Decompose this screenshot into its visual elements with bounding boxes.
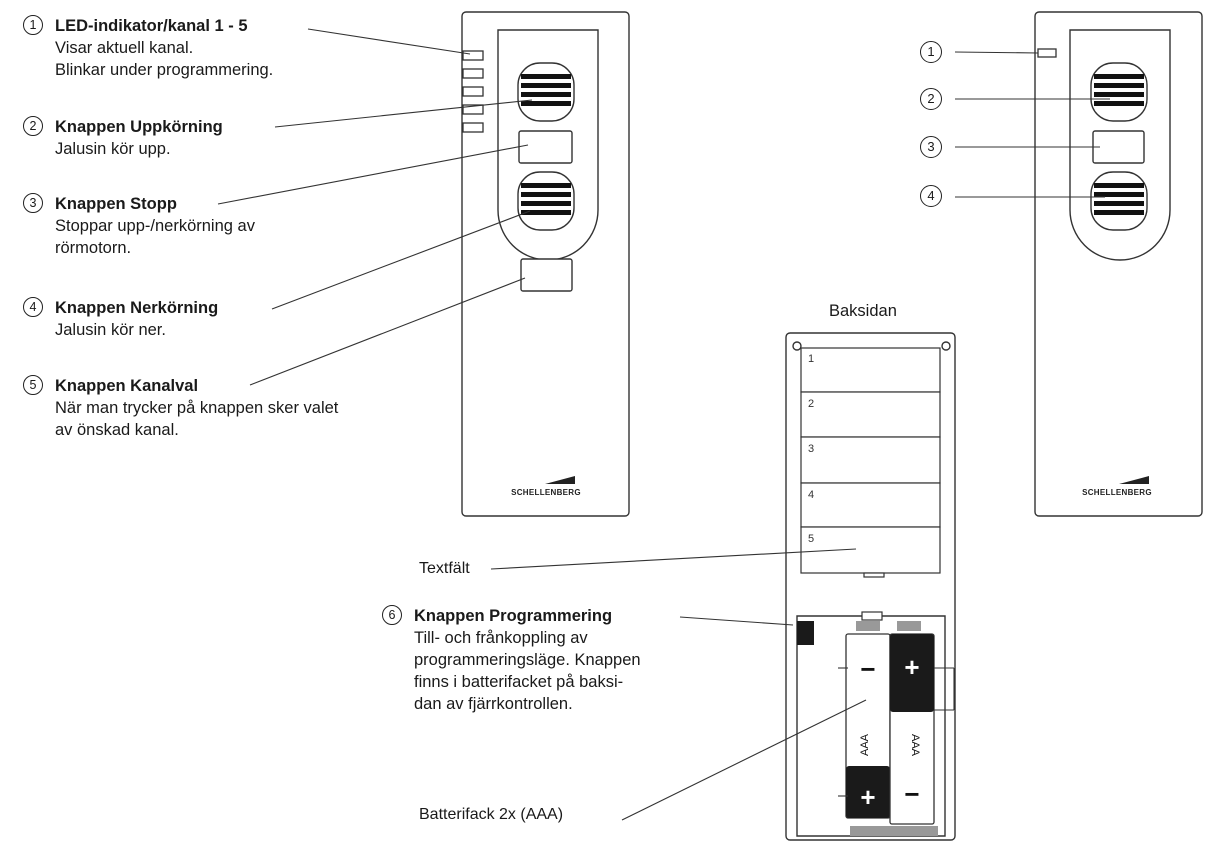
callout-6-desc-line3: finns i batterifacket på baksi- (414, 673, 624, 691)
callout-2: 2 Knappen Uppkörning Jalusin kör upp. (23, 116, 223, 160)
slot-3-number: 3 (808, 443, 814, 455)
callout-2-title: Knappen Uppkörning (55, 118, 223, 136)
slot-1-number: 1 (808, 353, 814, 365)
callout-4: 4 Knappen Nerkörning Jalusin kör ner. (23, 297, 219, 341)
callout-5-title: Knappen Kanalval (55, 377, 199, 395)
callout-3-number: 3 (23, 193, 43, 213)
text-field-numbers: 1 2 3 4 5 (808, 353, 814, 545)
right-badge-4: 4 (920, 185, 942, 207)
channel-button-left[interactable] (520, 258, 573, 292)
battery-left-type: AAA (859, 733, 871, 756)
battery-left (845, 633, 891, 819)
battery-terminal-lines (838, 667, 955, 797)
battery-clip-top2 (897, 621, 921, 631)
stop-button-left[interactable] (518, 130, 573, 164)
right-badge-1: 1 (920, 41, 942, 63)
callout-6-number: 6 (382, 605, 402, 625)
battery-right-type: AAA (909, 734, 921, 757)
text-field-label: Textfält (419, 560, 470, 577)
slot-2-number: 2 (808, 398, 814, 410)
slot-4-number: 4 (808, 489, 814, 501)
callout-4-title: Knappen Nerkörning (55, 299, 219, 317)
callout-3-title: Knappen Stopp (55, 195, 177, 213)
callout-3: 3 Knappen Stopp Stoppar upp-/nerkörning … (23, 193, 255, 259)
battery-right-minus: − (904, 779, 919, 809)
battery-compartment-label: Batterifack 2x (AAA) (419, 806, 564, 823)
callout-1: 1 LED-indikator/kanal 1 - 5 Visar aktuel… (23, 15, 274, 81)
right-badge-3: 3 (920, 136, 942, 158)
top-tab (861, 611, 883, 621)
callout-3-desc-line2: rörmotorn. (55, 239, 132, 257)
callout-2-number: 2 (23, 116, 43, 136)
back-side-title: Baksidan (829, 302, 897, 320)
text-field-slots (800, 347, 941, 578)
callout-6-desc-line2: programmeringsläge. Knappen (414, 651, 641, 669)
callout-1-desc-line2: Blinkar under programmering. (55, 61, 274, 79)
callout-2-desc-line1: Jalusin kör upp. (55, 140, 171, 158)
down-button-right[interactable] (1090, 171, 1148, 231)
callout-1-title: LED-indikator/kanal 1 - 5 (55, 17, 248, 35)
leader-lines-right (954, 51, 1110, 198)
battery-left-plus: + (860, 782, 875, 812)
battery-right (889, 633, 935, 825)
callout-6-desc-line4: dan av fjärrkontrollen. (414, 695, 573, 713)
brand-logo-right: SCHELLENBERG (1082, 476, 1152, 497)
down-button-left[interactable] (517, 171, 575, 231)
callout-1-desc-line1: Visar aktuell kanal. (55, 39, 194, 57)
callout-4-number: 4 (23, 297, 43, 317)
callout-1-number: 1 (23, 15, 43, 35)
battery-left-minus: − (860, 654, 875, 684)
brand-logo-left: SCHELLENBERG (511, 476, 581, 497)
leader-lines-back (490, 548, 867, 821)
callout-5-number: 5 (23, 375, 43, 395)
callout-6-desc-line1: Till- och frånkoppling av (414, 629, 588, 647)
slot-5-number: 5 (808, 533, 814, 545)
right-badge-2: 2 (920, 88, 942, 110)
callout-4-desc-line1: Jalusin kör ner. (55, 321, 166, 339)
program-button[interactable] (797, 621, 814, 645)
up-button-left[interactable] (517, 62, 575, 122)
battery-clip-bottom (850, 826, 938, 836)
callout-5-desc-line2: av önskad kanal. (55, 421, 179, 439)
callout-5-desc-line1: När man trycker på knappen sker valet (55, 399, 339, 417)
leader-lines-left (217, 28, 533, 386)
battery-clip-top (856, 621, 880, 631)
led-indicator-right (1037, 48, 1057, 58)
up-button-right[interactable] (1090, 62, 1148, 122)
callout-3-desc-line1: Stoppar upp-/nerkörning av (55, 217, 255, 235)
brand-text-left: SCHELLENBERG (511, 488, 581, 497)
callout-5: 5 Knappen Kanalval När man trycker på kn… (23, 375, 339, 441)
stop-button-right[interactable] (1092, 130, 1145, 164)
callout-6-title: Knappen Programmering (414, 607, 613, 625)
led-indicators-left (462, 50, 484, 133)
brand-text-right: SCHELLENBERG (1082, 488, 1152, 497)
callout-6: 6 Knappen Programmering Till- och frånko… (382, 605, 641, 715)
battery-right-plus: + (904, 652, 919, 682)
